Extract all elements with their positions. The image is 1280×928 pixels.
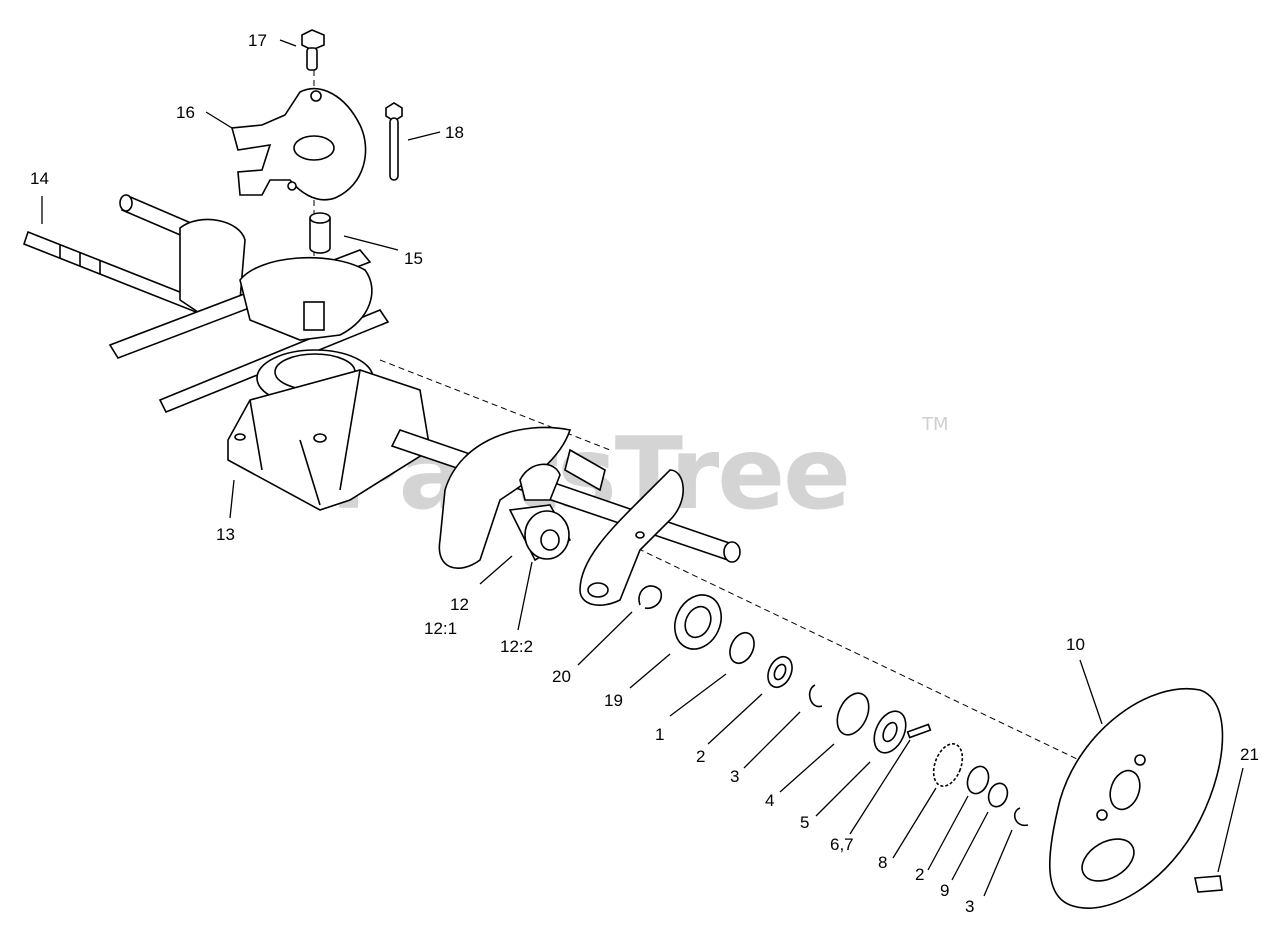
callout-14: 14 xyxy=(30,169,49,188)
callout-9: 9 xyxy=(940,881,949,900)
part-16-bracket xyxy=(230,87,367,201)
watermark-tm: TM xyxy=(921,414,949,435)
parts-6-7-8-gear xyxy=(906,723,1029,827)
callout-17: 17 xyxy=(248,31,267,50)
part-19-bearing xyxy=(674,594,722,650)
callout-3b: 3 xyxy=(965,897,974,916)
washers-1-2-3 xyxy=(729,631,823,708)
parts-4-5-bearing xyxy=(836,692,907,754)
callout-6-7: 6,7 xyxy=(830,835,854,854)
part-13-housing xyxy=(227,256,431,511)
callout-20: 20 xyxy=(552,667,571,686)
part-17-bolt xyxy=(301,29,325,71)
leader-lines xyxy=(41,39,1244,897)
callout-1: 1 xyxy=(655,725,664,744)
callout-10: 10 xyxy=(1066,635,1085,654)
callout-5: 5 xyxy=(800,813,809,832)
callout-3a: 3 xyxy=(730,767,739,786)
callout-15: 15 xyxy=(404,249,423,268)
callout-16: 16 xyxy=(176,103,195,122)
callout-12-2: 12:2 xyxy=(500,637,533,656)
part-20-ring xyxy=(638,585,663,610)
callout-12: 12 xyxy=(450,595,469,614)
callout-8: 8 xyxy=(878,853,887,872)
part-10-wheel xyxy=(1048,687,1224,909)
callout-labels: 17 16 18 14 15 13 12 12:1 12:2 20 19 1 2… xyxy=(30,31,1259,916)
part-15-spacer xyxy=(309,212,331,254)
part-21-bolt xyxy=(1194,875,1223,893)
side-plate xyxy=(579,469,684,606)
callout-21: 21 xyxy=(1240,745,1259,764)
callout-12-1: 12:1 xyxy=(424,619,457,638)
callout-2b: 2 xyxy=(915,865,924,884)
callout-13: 13 xyxy=(216,525,235,544)
part-12-bearing xyxy=(438,426,606,569)
callout-4: 4 xyxy=(765,791,774,810)
part-18-pin xyxy=(385,102,403,181)
callout-2a: 2 xyxy=(696,747,705,766)
callout-18: 18 xyxy=(445,123,464,142)
callout-19: 19 xyxy=(604,691,623,710)
